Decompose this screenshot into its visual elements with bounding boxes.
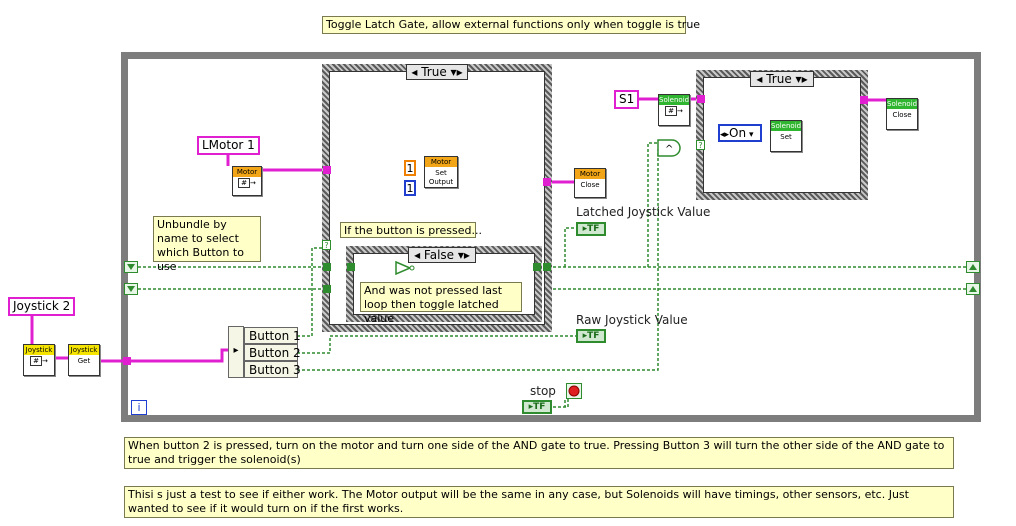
- solenoid-open-vi[interactable]: Solenoid #→: [658, 94, 690, 126]
- svg-text:^: ^: [665, 144, 673, 155]
- shift-register-right-2: [966, 283, 980, 295]
- iteration-terminal: i: [131, 400, 147, 415]
- description-note-1: When button 2 is pressed, turn on the mo…: [124, 437, 954, 469]
- joystick-get-vi[interactable]: Joystick Get: [68, 344, 100, 376]
- case-selector-inner[interactable]: ◂ False ▾▸: [408, 247, 476, 263]
- unbundle-item-button1[interactable]: Button 1: [244, 327, 301, 344]
- tunnel-inner-right-1: [533, 263, 541, 271]
- solenoid-set-vi[interactable]: Solenoid Set: [770, 120, 802, 152]
- case-selector-terminal-solenoid: ?: [696, 140, 705, 150]
- shift-register-right-1: [966, 261, 980, 273]
- joystick-open-vi[interactable]: Joystick #→: [23, 344, 55, 376]
- tunnel-motor-left: [323, 166, 331, 174]
- raw-joystick-label: Raw Joystick Value: [576, 313, 688, 327]
- tunnel-main-left-1: [323, 263, 331, 271]
- lmotor-label: LMotor 1: [197, 136, 260, 155]
- solenoid-close-vi[interactable]: Solenoid Close: [886, 98, 918, 130]
- title-note: Toggle Latch Gate, allow external functi…: [322, 16, 700, 34]
- tunnel-solenoid-right: [860, 96, 868, 104]
- latched-joystick-label: Latched Joystick Value: [576, 205, 711, 219]
- unbundle-item-button2[interactable]: Button 2: [244, 344, 301, 361]
- tunnel-inner-left-1: [347, 263, 355, 271]
- and-gate-icon: ^: [657, 139, 681, 157]
- s1-label: S1: [614, 90, 640, 109]
- case-selector-solenoid[interactable]: ◂ True ▾▸: [750, 71, 814, 87]
- stop-control[interactable]: ▸TF: [522, 400, 552, 414]
- motor-close-vi[interactable]: Motor Close: [574, 168, 606, 198]
- motor-set-output-vi[interactable]: Motor Set Output: [424, 156, 458, 188]
- tunnel-main-right-1: [543, 263, 551, 271]
- if-pressed-note: If the button is pressed...: [340, 222, 482, 238]
- not-pressed-note: And was not pressed last loop then toggl…: [360, 282, 522, 325]
- unbundle-by-name[interactable]: ▸: [228, 326, 244, 378]
- unbundle-note: Unbundle by name to select which Button …: [153, 216, 261, 273]
- tunnel-main-left-2: [323, 285, 331, 293]
- stop-label: stop: [530, 384, 556, 398]
- not-gate-icon: [395, 260, 415, 276]
- unbundle-item-button3[interactable]: Button 3: [244, 361, 301, 378]
- latched-joystick-indicator[interactable]: ▸TF: [576, 222, 606, 236]
- stop-terminal-icon: [566, 383, 582, 399]
- description-note-2: Thisi s just a test to see if either wor…: [124, 486, 954, 518]
- case-selector-main[interactable]: ◂ True ▾▸: [406, 64, 468, 80]
- tunnel-solenoid-left: [697, 95, 705, 103]
- shift-register-left-2: [124, 283, 138, 295]
- raw-joystick-indicator[interactable]: ▸TF: [576, 329, 606, 343]
- constant-1-blue: 1: [404, 180, 416, 196]
- constant-1-orange: 1: [404, 160, 416, 176]
- shift-register-left-1: [124, 261, 138, 273]
- joystick-wire: [30, 316, 230, 363]
- solenoid-enum-constant[interactable]: ◂▸On ▾: [718, 124, 762, 142]
- case-selector-terminal: ?: [322, 240, 331, 250]
- motor-open-vi[interactable]: Motor #→: [232, 166, 262, 196]
- tunnel-motor-right: [543, 178, 551, 186]
- joystick-label: Joystick 2: [8, 297, 76, 316]
- joystick-tunnel: [123, 357, 131, 365]
